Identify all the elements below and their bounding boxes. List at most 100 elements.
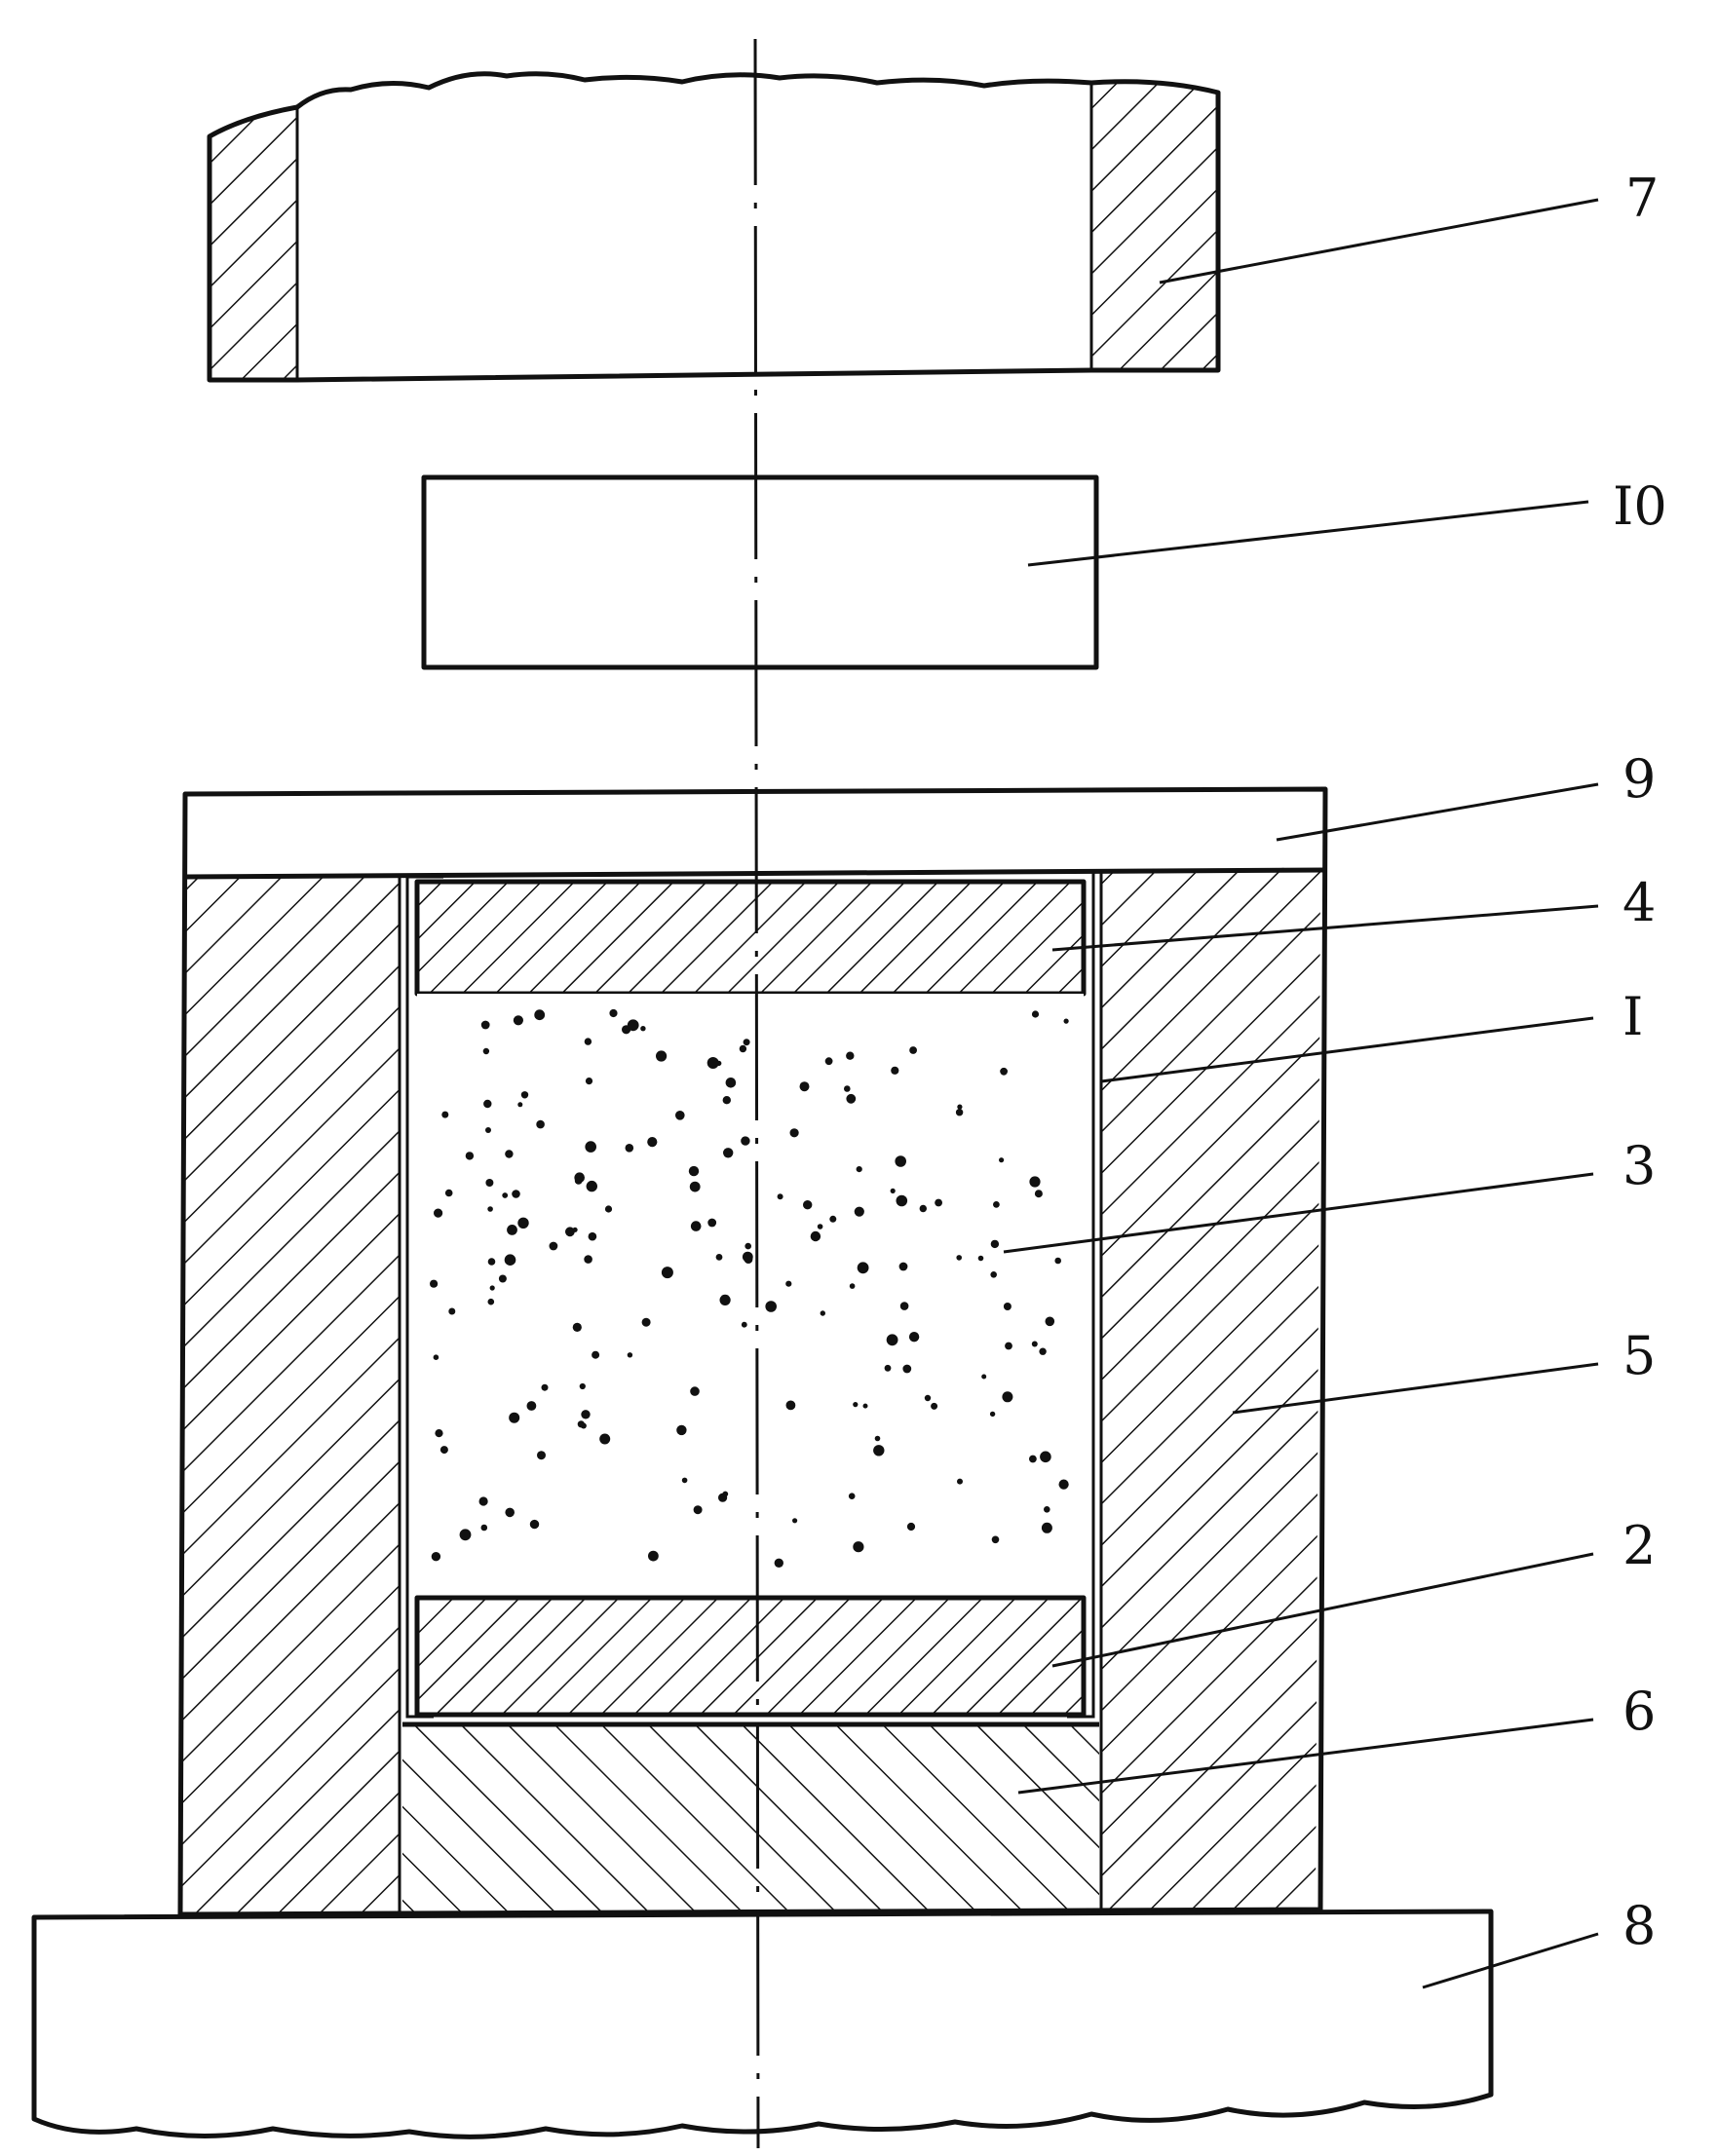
- powder-particle: [626, 1144, 634, 1153]
- powder-particle: [585, 1038, 592, 1044]
- powder-particle: [811, 1231, 821, 1241]
- powder-particle: [505, 1508, 515, 1518]
- powder-particle: [640, 1026, 645, 1031]
- powder-particle: [993, 1201, 1000, 1208]
- powder-particle: [1054, 1258, 1061, 1265]
- powder-particle: [690, 1182, 701, 1192]
- powder-particle: [487, 1206, 493, 1212]
- powder-particle: [488, 1258, 496, 1266]
- powder-particle: [1046, 1317, 1055, 1327]
- label-4: 4: [1623, 872, 1656, 933]
- powder-particle: [505, 1150, 513, 1157]
- powder-particle: [887, 1334, 898, 1345]
- powder-particle: [873, 1445, 884, 1456]
- powder-particle: [586, 1078, 592, 1084]
- label-3: 3: [1623, 1135, 1656, 1196]
- spacer-block: [424, 477, 1096, 667]
- powder-particle: [445, 1190, 453, 1197]
- label-I: I: [1623, 986, 1643, 1047]
- powder-particle: [909, 1332, 919, 1342]
- powder-particle: [907, 1523, 915, 1531]
- powder-particle: [931, 1403, 937, 1410]
- powder-particle: [855, 1207, 864, 1217]
- powder-particle: [999, 1157, 1004, 1162]
- powder-particle: [573, 1228, 578, 1232]
- powder-particle: [723, 1096, 731, 1104]
- punch-outline: [210, 74, 1218, 380]
- label-9: 9: [1623, 748, 1656, 810]
- punch-right-wall: [1091, 82, 1218, 370]
- powder-particle: [716, 1254, 723, 1261]
- powder-particle: [1032, 1010, 1039, 1017]
- powder-particle: [514, 1015, 523, 1025]
- powder-particle: [707, 1057, 719, 1069]
- support-block: [402, 1724, 1099, 1911]
- powder-particle: [575, 1177, 583, 1185]
- powder-particle: [1040, 1452, 1051, 1463]
- powder-particle: [481, 1021, 490, 1030]
- powder-particle: [1004, 1303, 1012, 1310]
- powder-particle: [863, 1404, 868, 1409]
- powder-particle: [505, 1254, 516, 1266]
- leader-8: [1423, 1934, 1598, 1987]
- powder-particle: [991, 1240, 999, 1248]
- die-wall-left-hatch: [180, 877, 400, 1914]
- powder-particle: [800, 1081, 810, 1091]
- powder-particle: [844, 1085, 851, 1092]
- powder-particle: [460, 1529, 472, 1540]
- die-wall-right-hatch: [1101, 867, 1320, 1910]
- label-2: 2: [1623, 1515, 1656, 1576]
- powder-particle: [897, 1195, 908, 1207]
- powder-particle: [902, 1365, 911, 1374]
- powder-particle: [895, 1155, 906, 1167]
- powder-particle: [517, 1102, 522, 1107]
- powder-particle: [846, 1052, 854, 1060]
- powder-particle: [662, 1267, 673, 1278]
- powder-particle: [909, 1046, 917, 1054]
- powder-particle: [849, 1493, 856, 1499]
- powder-particle: [481, 1525, 488, 1532]
- powder-particle: [656, 1050, 667, 1061]
- powder-particle: [981, 1375, 986, 1380]
- lower-plug: [417, 1598, 1084, 1715]
- powder-particle: [592, 1351, 599, 1359]
- powder-particle: [786, 1401, 796, 1411]
- powder-particle: [499, 1275, 507, 1283]
- powder-particle: [875, 1436, 881, 1442]
- powder-particle: [899, 1263, 908, 1271]
- powder-particle: [1032, 1342, 1038, 1347]
- powder-particle: [466, 1152, 474, 1159]
- powder-particle: [584, 1255, 592, 1264]
- powder-particle: [829, 1216, 836, 1223]
- powder-particle: [900, 1302, 909, 1310]
- powder-particle: [580, 1383, 586, 1389]
- powder-particle: [1000, 1068, 1008, 1076]
- powder-particle: [488, 1299, 495, 1305]
- powder-particle: [691, 1221, 702, 1231]
- powder-particle: [676, 1425, 686, 1435]
- powder-particle: [744, 1243, 751, 1250]
- powder-particle: [690, 1386, 700, 1396]
- powder-particle: [432, 1552, 440, 1561]
- punch-left-wall: [210, 107, 297, 380]
- powder-particle: [707, 1219, 716, 1228]
- powder-particle: [689, 1166, 699, 1176]
- powder-particle: [978, 1256, 984, 1262]
- powder-particle: [628, 1019, 639, 1031]
- powder-particle: [694, 1505, 703, 1514]
- powder-particle: [920, 1205, 927, 1212]
- powder-particle: [550, 1242, 558, 1251]
- powder-particle: [790, 1128, 799, 1137]
- powder-particle: [485, 1127, 491, 1133]
- powder-particle: [990, 1412, 995, 1417]
- powder-particle: [483, 1048, 489, 1054]
- powder-particle: [1029, 1456, 1037, 1463]
- powder-particle: [434, 1354, 439, 1360]
- powder-particle: [585, 1141, 596, 1153]
- powder-particle: [587, 1181, 597, 1191]
- powder-particle: [935, 1199, 942, 1207]
- powder-particle: [765, 1301, 777, 1312]
- powder-particle: [891, 1067, 898, 1075]
- powder-particle: [675, 1111, 685, 1120]
